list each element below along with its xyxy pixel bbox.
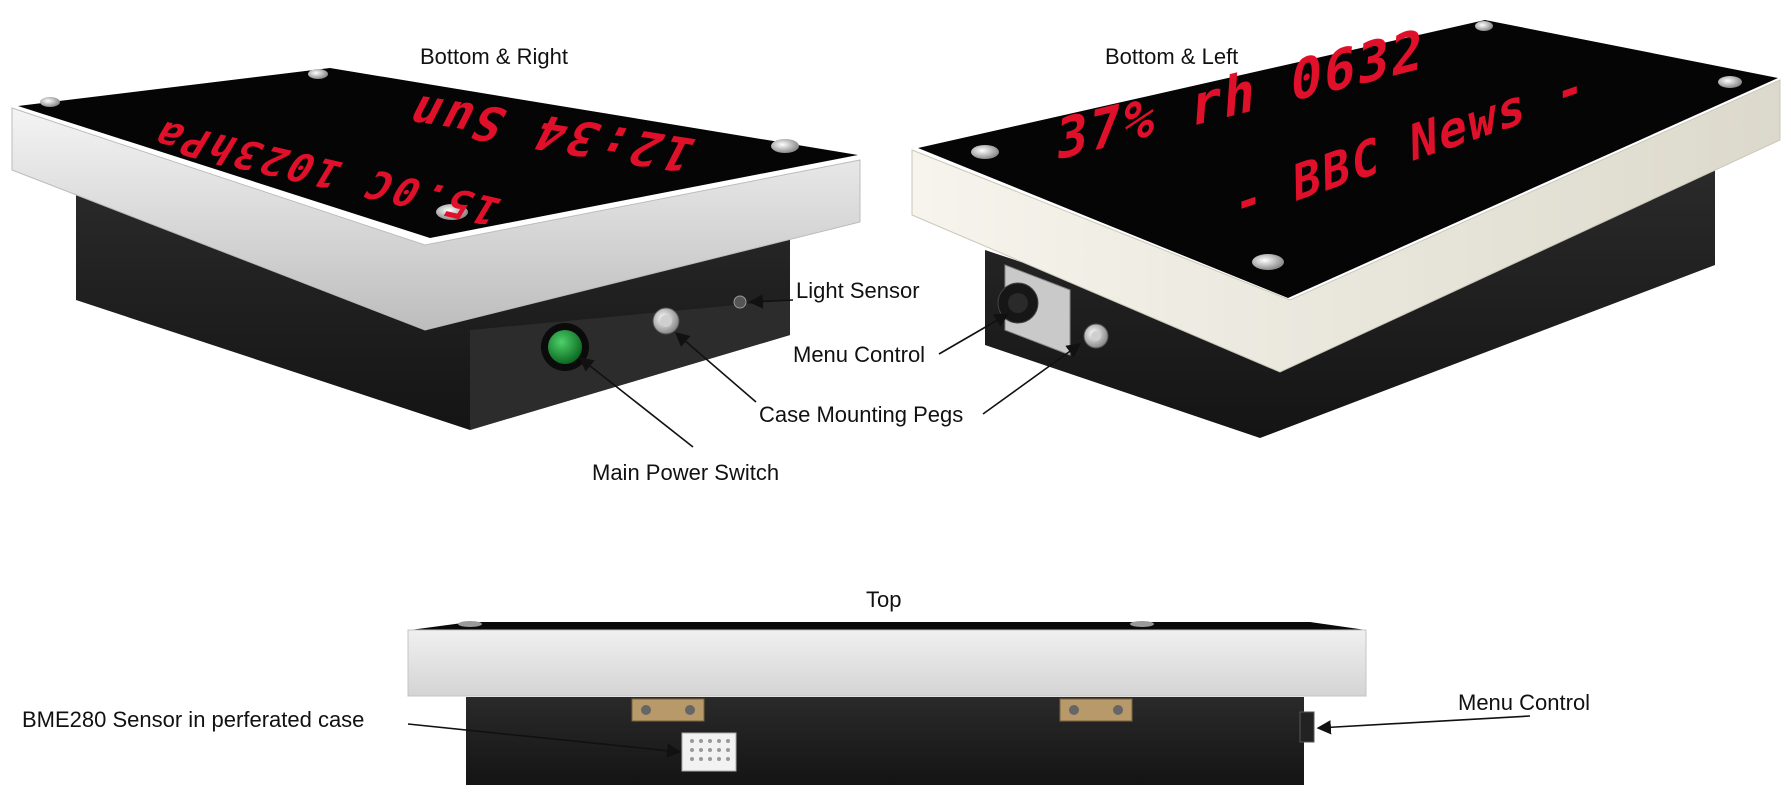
perforation-grid: [690, 739, 730, 761]
menu-control-knob-icon[interactable]: [1299, 711, 1315, 743]
arrow-light-sensor: [748, 294, 794, 309]
screw-icon: [308, 69, 328, 79]
light-sensor-icon: [733, 295, 747, 309]
screw-icon: [40, 97, 60, 107]
screw-icon: [1718, 76, 1742, 88]
title-bottom-left: Bottom & Left: [1105, 44, 1239, 69]
frame-front: [911, 79, 1781, 373]
screw-icon: [1113, 705, 1123, 715]
hinge: [631, 698, 705, 722]
arrow-pegs-left: [674, 332, 757, 403]
frame-front: [11, 107, 861, 331]
display-panel: [410, 622, 1366, 630]
screw-icon: [436, 204, 468, 220]
screw-icon: [971, 145, 999, 159]
device-bottom-right: 12:34 Sun 15.0C 1023hPa: [11, 68, 861, 430]
display-panel: [918, 20, 1778, 298]
title-bottom-right: Bottom & Right: [420, 44, 568, 69]
screw-icon: [1130, 621, 1154, 627]
case-base: [466, 697, 1304, 785]
screw-icon: [1069, 705, 1079, 715]
screw-icon: [771, 139, 799, 153]
arrow-bme280: [407, 723, 682, 758]
frame-front: [407, 629, 1367, 697]
arrow-pegs-right: [982, 343, 1082, 415]
mounting-peg-icon: [1091, 331, 1101, 341]
label-menu-control: Menu Control: [793, 342, 926, 367]
power-switch-icon[interactable]: [548, 330, 582, 364]
mounting-peg-icon: [660, 315, 672, 327]
device-top: [407, 621, 1367, 785]
label-bme280-sensor: BME280 Sensor in perferated case: [22, 707, 365, 732]
title-top: Top: [866, 587, 902, 612]
arrow-menu-control: [938, 313, 1010, 355]
display-panel: [18, 68, 858, 238]
screw-icon: [1252, 254, 1284, 270]
menu-control-knob-icon: [1008, 293, 1028, 313]
label-main-power-switch: Main Power Switch: [592, 460, 780, 485]
hinge: [1059, 698, 1133, 722]
label-menu-control-top: Menu Control: [1458, 690, 1591, 715]
screw-icon: [685, 705, 695, 715]
screw-icon: [641, 705, 651, 715]
screw-icon: [1475, 21, 1493, 31]
screw-icon: [458, 621, 482, 627]
case-base: [985, 170, 1715, 438]
bme280-sensor-case: [681, 732, 737, 772]
device-bottom-left: 37% rh 0632 - BBC News -: [911, 17, 1781, 438]
label-case-mounting-pegs: Case Mounting Pegs: [759, 402, 964, 427]
arrow-menu-control-top: [1316, 715, 1531, 735]
arrow-power-switch: [578, 357, 694, 448]
callout-arrows: [407, 294, 1531, 758]
label-light-sensor: Light Sensor: [796, 278, 920, 303]
